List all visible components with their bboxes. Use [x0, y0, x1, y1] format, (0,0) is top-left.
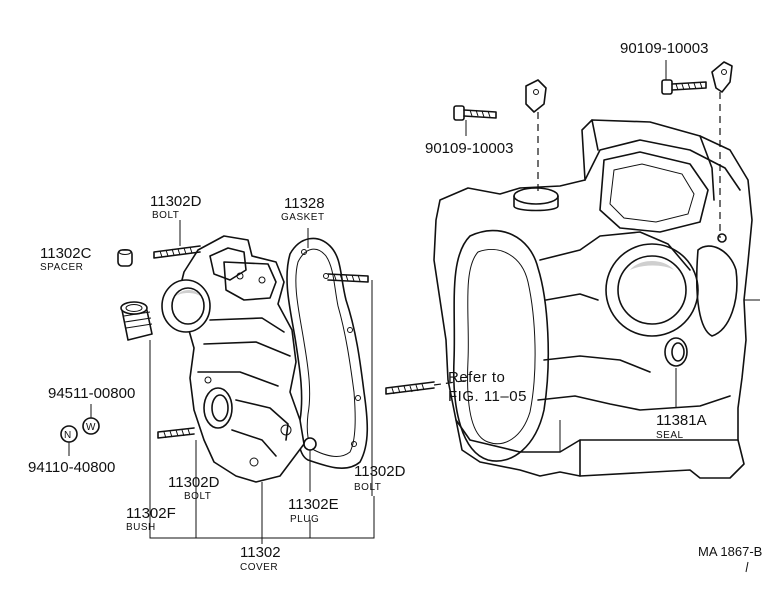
bolt-upper-name: BOLT	[152, 210, 179, 221]
plug-name: PLUG	[290, 514, 319, 525]
bolt-top-left	[453, 105, 497, 136]
bush-part	[120, 301, 153, 520]
cover-number: 11302	[240, 544, 281, 561]
nut-symbol-label: N	[64, 430, 72, 441]
reference-line-2: FIG. 11–05	[448, 388, 527, 405]
bush-number: 11302F	[126, 505, 176, 522]
seal-part	[664, 337, 688, 408]
nut-symbol	[60, 425, 78, 456]
bolt-upper-number: 11302D	[150, 193, 202, 210]
reference-stud	[385, 379, 471, 395]
bolt-top-left-number: 90109-10003	[425, 140, 513, 157]
bush-name: BUSH	[126, 522, 156, 533]
spacer-part	[117, 249, 133, 267]
spacer-name: SPACER	[40, 262, 83, 273]
nut-number: 94110-40800	[28, 459, 115, 476]
bolt-top-right	[661, 60, 707, 95]
gasket-name: GASKET	[281, 212, 325, 223]
bolt-lower-name: BOLT	[184, 491, 211, 502]
washer-number: 94511-00800	[48, 385, 135, 402]
seal-name: SEAL	[656, 430, 684, 441]
bolt-right-number: 11302D	[354, 463, 406, 480]
washer-symbol	[82, 404, 100, 435]
gasket-part	[286, 228, 369, 470]
seal-number: 11381A	[656, 412, 707, 429]
plug-part	[303, 437, 317, 492]
bracket-top-right	[711, 61, 733, 238]
bolt-right-name: BOLT	[354, 482, 381, 493]
bracket-top-left	[525, 79, 547, 192]
reference-line-1: Refer to	[448, 369, 505, 386]
bolt-top-right-number: 90109-10003	[620, 40, 708, 57]
transmission-housing	[433, 119, 760, 479]
bolt-upper-part	[153, 220, 201, 259]
spacer-number: 11302C	[40, 245, 92, 262]
washer-symbol-label: W	[86, 422, 96, 433]
gasket-number: 11328	[284, 195, 325, 212]
plug-number: 11302E	[288, 496, 339, 513]
cover-name: COVER	[240, 562, 278, 573]
bolt-lower-number: 11302D	[168, 474, 220, 491]
callout-brackets	[149, 460, 749, 573]
cover-part	[161, 235, 305, 538]
bolt-right-part	[327, 273, 373, 460]
figure-code: MA 1867-B	[698, 544, 762, 559]
